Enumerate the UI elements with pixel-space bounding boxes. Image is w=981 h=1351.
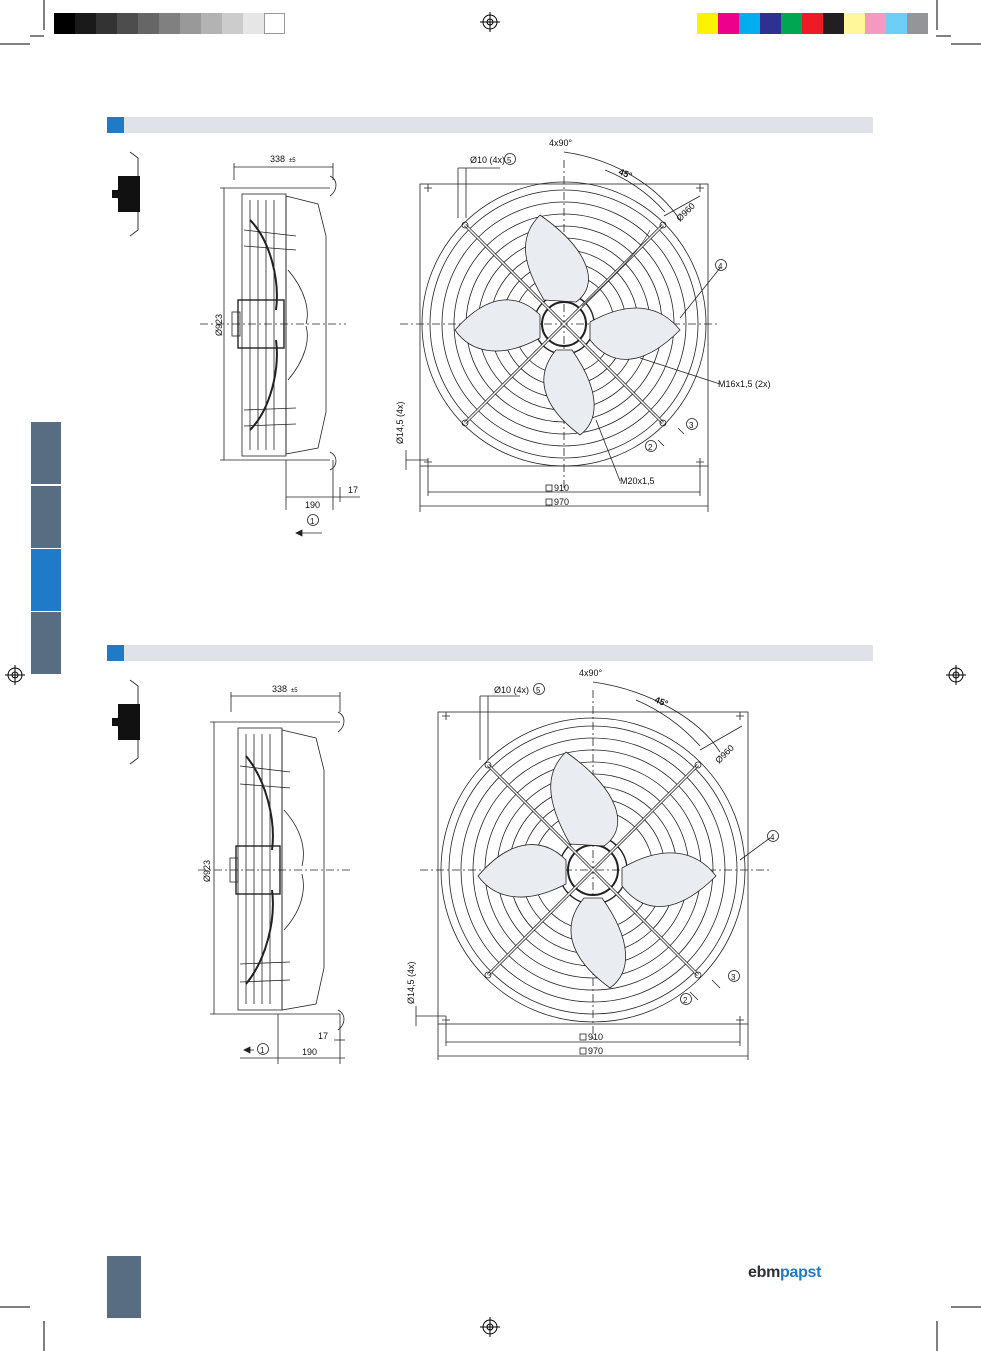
logo-ebm: ebm	[748, 1264, 780, 1281]
fan-orientation-icon	[112, 679, 140, 765]
color-swatch	[802, 13, 823, 34]
front-view	[400, 151, 721, 512]
callout-4: 4	[718, 262, 723, 271]
dim-338: 338	[270, 154, 285, 164]
angle-4x90: 4x90°	[579, 668, 603, 678]
dim-338: 338	[272, 684, 287, 694]
dim-17: 17	[318, 1031, 328, 1041]
side-tab[interactable]	[31, 422, 61, 484]
side-view	[200, 163, 360, 537]
hole-10: Ø10 (4x)	[470, 155, 505, 165]
gray-swatch	[117, 13, 138, 34]
color-swatch	[718, 13, 739, 34]
dim-190: 190	[305, 500, 320, 510]
ebmpapst-logo[interactable]: ebmpapst	[748, 1264, 821, 1282]
thread-m20: M20x1,5	[620, 476, 655, 486]
thread-m16: M16x1,5 (2x)	[718, 379, 771, 389]
color-swatch	[865, 13, 886, 34]
color-swatch	[760, 13, 781, 34]
side-tab[interactable]	[31, 486, 61, 548]
callout-1: 1	[260, 1046, 265, 1055]
color-swatch	[739, 13, 760, 34]
callout-4: 4	[770, 833, 775, 842]
gray-swatch	[243, 13, 264, 34]
fan-orientation-icon	[112, 151, 140, 237]
front-view	[415, 681, 771, 1060]
side-tab[interactable]	[31, 612, 61, 674]
section-bar	[107, 117, 873, 133]
gray-swatch	[159, 13, 180, 34]
callout-5: 5	[536, 686, 541, 695]
hole-14: Ø14,5 (4x)	[395, 401, 405, 444]
section-bar	[107, 645, 873, 661]
color-swatch	[697, 13, 718, 34]
dim-923: Ø923	[202, 860, 212, 882]
dim-970: 970	[588, 1046, 603, 1056]
dim-910: 910	[588, 1032, 603, 1042]
section-marker	[107, 645, 124, 661]
callout-3: 3	[689, 421, 694, 430]
dim-190: 190	[302, 1047, 317, 1057]
dim-tol: ±5	[289, 158, 296, 164]
front-labels: 4x90° 45° Ø10 (4x) 5 Ø960 4 Ø14,5 (4x) 3…	[406, 668, 779, 1056]
side-view	[198, 692, 350, 1064]
dim-910: 910	[554, 483, 569, 493]
dim-tol: ±5	[291, 688, 298, 694]
section-marker	[107, 117, 124, 133]
gray-swatch	[138, 13, 159, 34]
angle-45: 45°	[653, 695, 670, 710]
side-tab-active[interactable]	[31, 549, 61, 611]
dim-970: 970	[554, 497, 569, 507]
callout-1: 1	[310, 517, 315, 526]
color-swatch	[907, 13, 928, 34]
angle-4x90: 4x90°	[549, 138, 573, 148]
color-swatch	[844, 13, 865, 34]
angle-45: 45°	[617, 167, 634, 182]
gray-swatch	[75, 13, 96, 34]
footer-tab	[107, 1256, 141, 1318]
callout-5: 5	[507, 156, 512, 165]
color-swatch	[823, 13, 844, 34]
gray-swatch	[54, 13, 75, 34]
hole-14: Ø14,5 (4x)	[406, 961, 416, 1004]
side-labels: 338 ±5 Ø923 190 17 1	[214, 154, 358, 526]
gray-swatch	[201, 13, 222, 34]
callout-3: 3	[731, 973, 736, 982]
hole-10: Ø10 (4x)	[494, 685, 529, 695]
side-labels: 338 ±5 Ø923 190 17 1	[202, 684, 328, 1057]
callout-2: 2	[648, 443, 653, 452]
callout-2: 2	[683, 996, 688, 1005]
dim-923: Ø923	[214, 314, 224, 336]
color-swatch	[886, 13, 907, 34]
logo-papst: papst	[780, 1264, 822, 1281]
gray-swatch	[180, 13, 201, 34]
dim-960: Ø960	[713, 743, 736, 766]
gray-swatch	[264, 13, 285, 34]
color-swatch	[781, 13, 802, 34]
gray-swatch	[222, 13, 243, 34]
dim-17: 17	[348, 485, 358, 495]
gray-swatch	[96, 13, 117, 34]
